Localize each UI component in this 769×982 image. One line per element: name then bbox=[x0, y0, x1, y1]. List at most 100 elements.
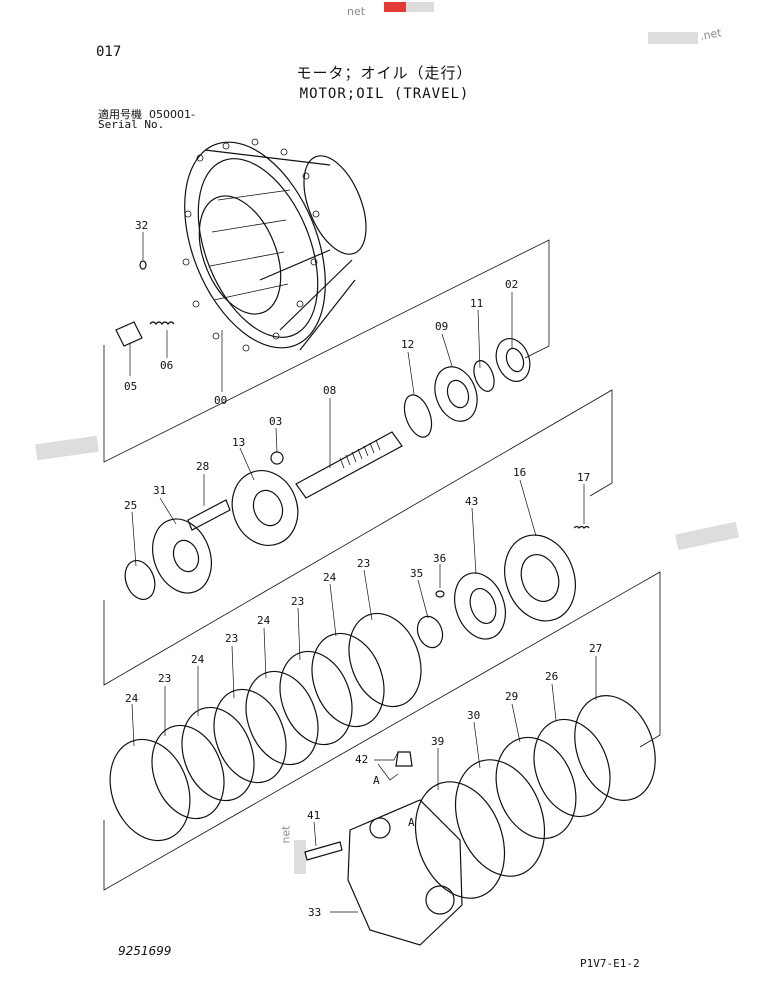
part-39-ring bbox=[414, 781, 506, 899]
callout-35: 35 bbox=[410, 567, 423, 580]
part-08-shaft-body bbox=[295, 431, 403, 499]
callout-26: 26 bbox=[545, 670, 558, 683]
callout-30: 30 bbox=[467, 709, 480, 722]
callout-24-a: 24 bbox=[125, 692, 139, 705]
title-japanese: モータ；オイル（走行） bbox=[296, 64, 473, 82]
housing-bore bbox=[198, 195, 282, 315]
housing-ribs bbox=[209, 189, 291, 301]
part-29-ring bbox=[495, 736, 577, 840]
callout-28: 28 bbox=[196, 460, 209, 473]
callout-42: 42 bbox=[355, 753, 368, 766]
part-31-retainer bbox=[152, 518, 212, 594]
part-26-piston bbox=[533, 718, 611, 818]
frame-1 bbox=[103, 239, 550, 463]
part-09-bearing-outer bbox=[434, 366, 478, 422]
callout-27: 27 bbox=[589, 642, 602, 655]
grey-mark-mid-right bbox=[675, 521, 739, 551]
disk-23-b bbox=[213, 688, 287, 784]
watermark-blocks bbox=[35, 2, 739, 874]
part-43-plate-inner bbox=[469, 587, 497, 625]
part-03-ball bbox=[270, 451, 284, 465]
part-28-pin bbox=[187, 499, 231, 531]
callout-24-b: 24 bbox=[191, 653, 205, 666]
part-16-cylinder-bore bbox=[520, 554, 560, 602]
page-code: P1V7-E1-2 bbox=[580, 957, 640, 970]
part-33-port-1 bbox=[369, 817, 391, 839]
part-33-port-2 bbox=[425, 885, 455, 915]
disk-24-b bbox=[181, 706, 255, 802]
valve-group bbox=[304, 751, 463, 946]
part-02-oil-seal-outer bbox=[495, 338, 531, 382]
callout-08: 08 bbox=[323, 384, 336, 397]
part-36-pin bbox=[435, 590, 445, 598]
callout-41: 41 bbox=[307, 809, 320, 822]
page-number: 017 bbox=[96, 44, 122, 60]
part-02-oil-seal-inner bbox=[505, 347, 525, 373]
part-32-oring bbox=[139, 260, 147, 270]
callout-11: 11 bbox=[470, 297, 483, 310]
part-12-snap-ring bbox=[403, 394, 433, 438]
serial-label-english: Serial No. bbox=[98, 118, 165, 131]
frame-2 bbox=[103, 389, 613, 686]
frame-3 bbox=[103, 571, 661, 891]
callout-24-d: 24 bbox=[323, 571, 337, 584]
housing-rear-hub bbox=[303, 155, 367, 255]
callout-23-b: 23 bbox=[225, 632, 238, 645]
callout-23-c: 23 bbox=[291, 595, 304, 608]
part-08-splines bbox=[339, 439, 381, 469]
leader-lines bbox=[129, 232, 597, 913]
document-code: 9251699 bbox=[118, 944, 172, 958]
housing-flange-outer bbox=[184, 141, 326, 349]
part-33-valve-body bbox=[347, 799, 463, 946]
callout-13: 13 bbox=[232, 436, 245, 449]
grey-mark-bottom bbox=[294, 840, 306, 874]
serial-label-japanese: 適用号機 050001- bbox=[98, 106, 195, 122]
part-06-spring bbox=[149, 321, 175, 325]
small-parts-top bbox=[115, 260, 175, 347]
callout-16: 16 bbox=[513, 466, 526, 479]
callout-24-c: 24 bbox=[257, 614, 271, 627]
callout-09: 09 bbox=[435, 320, 448, 333]
part-41-bolt bbox=[304, 841, 343, 861]
grey-mark-right bbox=[648, 32, 698, 44]
disk-23-d bbox=[348, 612, 422, 708]
group-frames bbox=[103, 239, 661, 891]
callout-labels: 32 05 06 00 02 11 09 12 08 03 13 28 31 2… bbox=[124, 219, 602, 919]
callout-02: 02 bbox=[505, 278, 518, 291]
callout-A-1: A bbox=[373, 774, 380, 787]
part-09-bearing-inner bbox=[446, 379, 470, 409]
disk-24-a bbox=[109, 738, 191, 842]
title-english: MOTOR;OIL (TRAVEL) bbox=[299, 86, 470, 102]
callout-12: 12 bbox=[401, 338, 414, 351]
part-05-plug bbox=[115, 321, 143, 347]
serial-label-jp-text: 適用号機 bbox=[98, 108, 142, 121]
part-35-needle-bearing bbox=[416, 615, 444, 649]
housing-flange-inner bbox=[197, 158, 319, 338]
part-13-plate-inner bbox=[252, 489, 284, 527]
callout-23-d: 23 bbox=[357, 557, 370, 570]
callout-33: 33 bbox=[308, 906, 321, 919]
callout-29: 29 bbox=[505, 690, 518, 703]
callout-31: 31 bbox=[153, 484, 166, 497]
housing-body-lines bbox=[204, 149, 356, 351]
part-27-ring bbox=[574, 695, 656, 801]
motor-housing-00 bbox=[182, 138, 367, 352]
disk-24-c bbox=[245, 670, 319, 766]
part-17-spring bbox=[573, 525, 590, 529]
part-16-cylinder-block bbox=[504, 534, 576, 622]
part-13-plate-outer bbox=[231, 470, 299, 546]
callout-00: 00 bbox=[214, 394, 227, 407]
disk-stack bbox=[109, 612, 422, 842]
callout-06: 06 bbox=[160, 359, 173, 372]
callout-32: 32 bbox=[135, 219, 148, 232]
disk-23-a bbox=[151, 724, 225, 820]
callout-25: 25 bbox=[124, 499, 137, 512]
cylinder-group bbox=[124, 470, 590, 622]
callout-17: 17 bbox=[577, 471, 590, 484]
callout-39: 39 bbox=[431, 735, 444, 748]
callout-43: 43 bbox=[465, 495, 478, 508]
shaft-group bbox=[270, 338, 531, 499]
serial-value: 050001- bbox=[149, 108, 195, 121]
part-42-plug bbox=[395, 751, 413, 767]
brake-group bbox=[414, 695, 656, 899]
